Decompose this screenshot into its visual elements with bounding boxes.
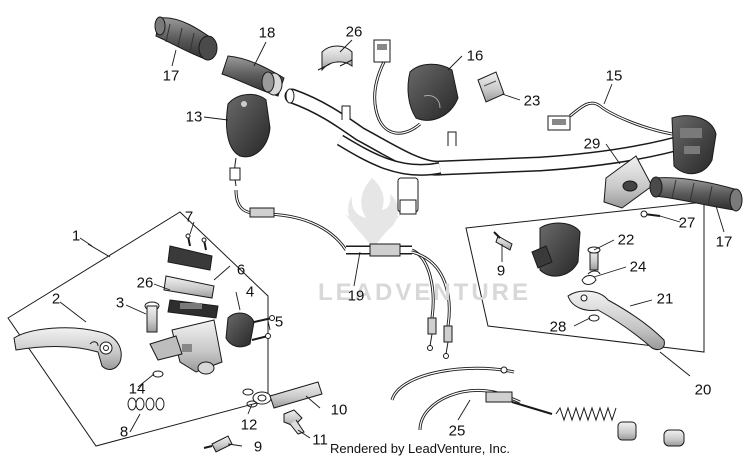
pivot-bolt [144,301,160,333]
clutch-perch [531,222,581,277]
callout-27: 27 [678,214,696,232]
callout-14: 14 [128,380,146,398]
callout-17-left: 17 [162,67,180,85]
callout-22: 22 [617,231,635,249]
callout-1: 1 [71,227,81,245]
render-credit: Rendered by LeadVenture, Inc. [330,441,510,456]
callout-29: 29 [583,135,601,153]
callout-18: 18 [258,24,276,42]
callout-2: 2 [51,290,61,308]
switch-housing-right [547,101,717,175]
callout-5: 5 [274,313,284,331]
callout-17-right: 17 [715,233,733,251]
throttle-grip [221,55,285,97]
small-parts-8-14 [127,370,165,411]
brake-hose [242,381,323,409]
cover-plate [603,155,653,209]
callout-26-reservoir: 26 [136,274,154,292]
throttle-housing [226,94,348,251]
switch-housing-left [373,39,459,135]
callout-21: 21 [656,290,674,308]
group-outline-20 [465,201,705,377]
callout-26-top: 26 [345,23,363,41]
callout-25: 25 [448,422,466,440]
callout-16: 16 [466,47,484,65]
master-cylinder [149,233,223,375]
callout-9-upper: 9 [496,262,506,280]
callout-3: 3 [115,294,125,312]
callout-10: 10 [330,401,348,419]
callout-9-lower: 9 [253,438,263,456]
throttle-cable [346,243,453,359]
callout-20: 20 [694,381,712,399]
screw-27 [640,210,661,218]
callout-7: 7 [184,208,194,226]
handlebar-clamp [225,312,275,348]
callout-13: 13 [185,108,203,126]
clutch-lever [567,290,665,351]
handlebar [284,88,698,215]
callout-28: 28 [549,318,567,336]
callout-4: 4 [245,283,255,301]
callout-24: 24 [629,258,647,276]
grip-right [649,176,743,212]
cable-adjuster-9 [493,231,513,251]
callout-19: 19 [347,287,365,305]
watermark-text: LEADVENTURE [318,279,532,306]
leader-lines [59,39,725,447]
brake-lever [13,327,122,370]
callout-15: 15 [605,67,623,85]
clamp-bracket-top [317,45,353,72]
banjo-bolt [283,409,305,435]
watermark-logo [345,178,401,248]
callout-8: 8 [119,423,129,441]
callout-11: 11 [312,431,328,449]
switch-23 [477,71,505,103]
bleed-valve-lower [203,435,233,453]
callout-12: 12 [240,416,258,434]
callout-6: 6 [236,261,246,279]
clutch-cable [390,366,685,447]
grip-left [154,16,218,61]
callout-23: 23 [523,92,541,110]
